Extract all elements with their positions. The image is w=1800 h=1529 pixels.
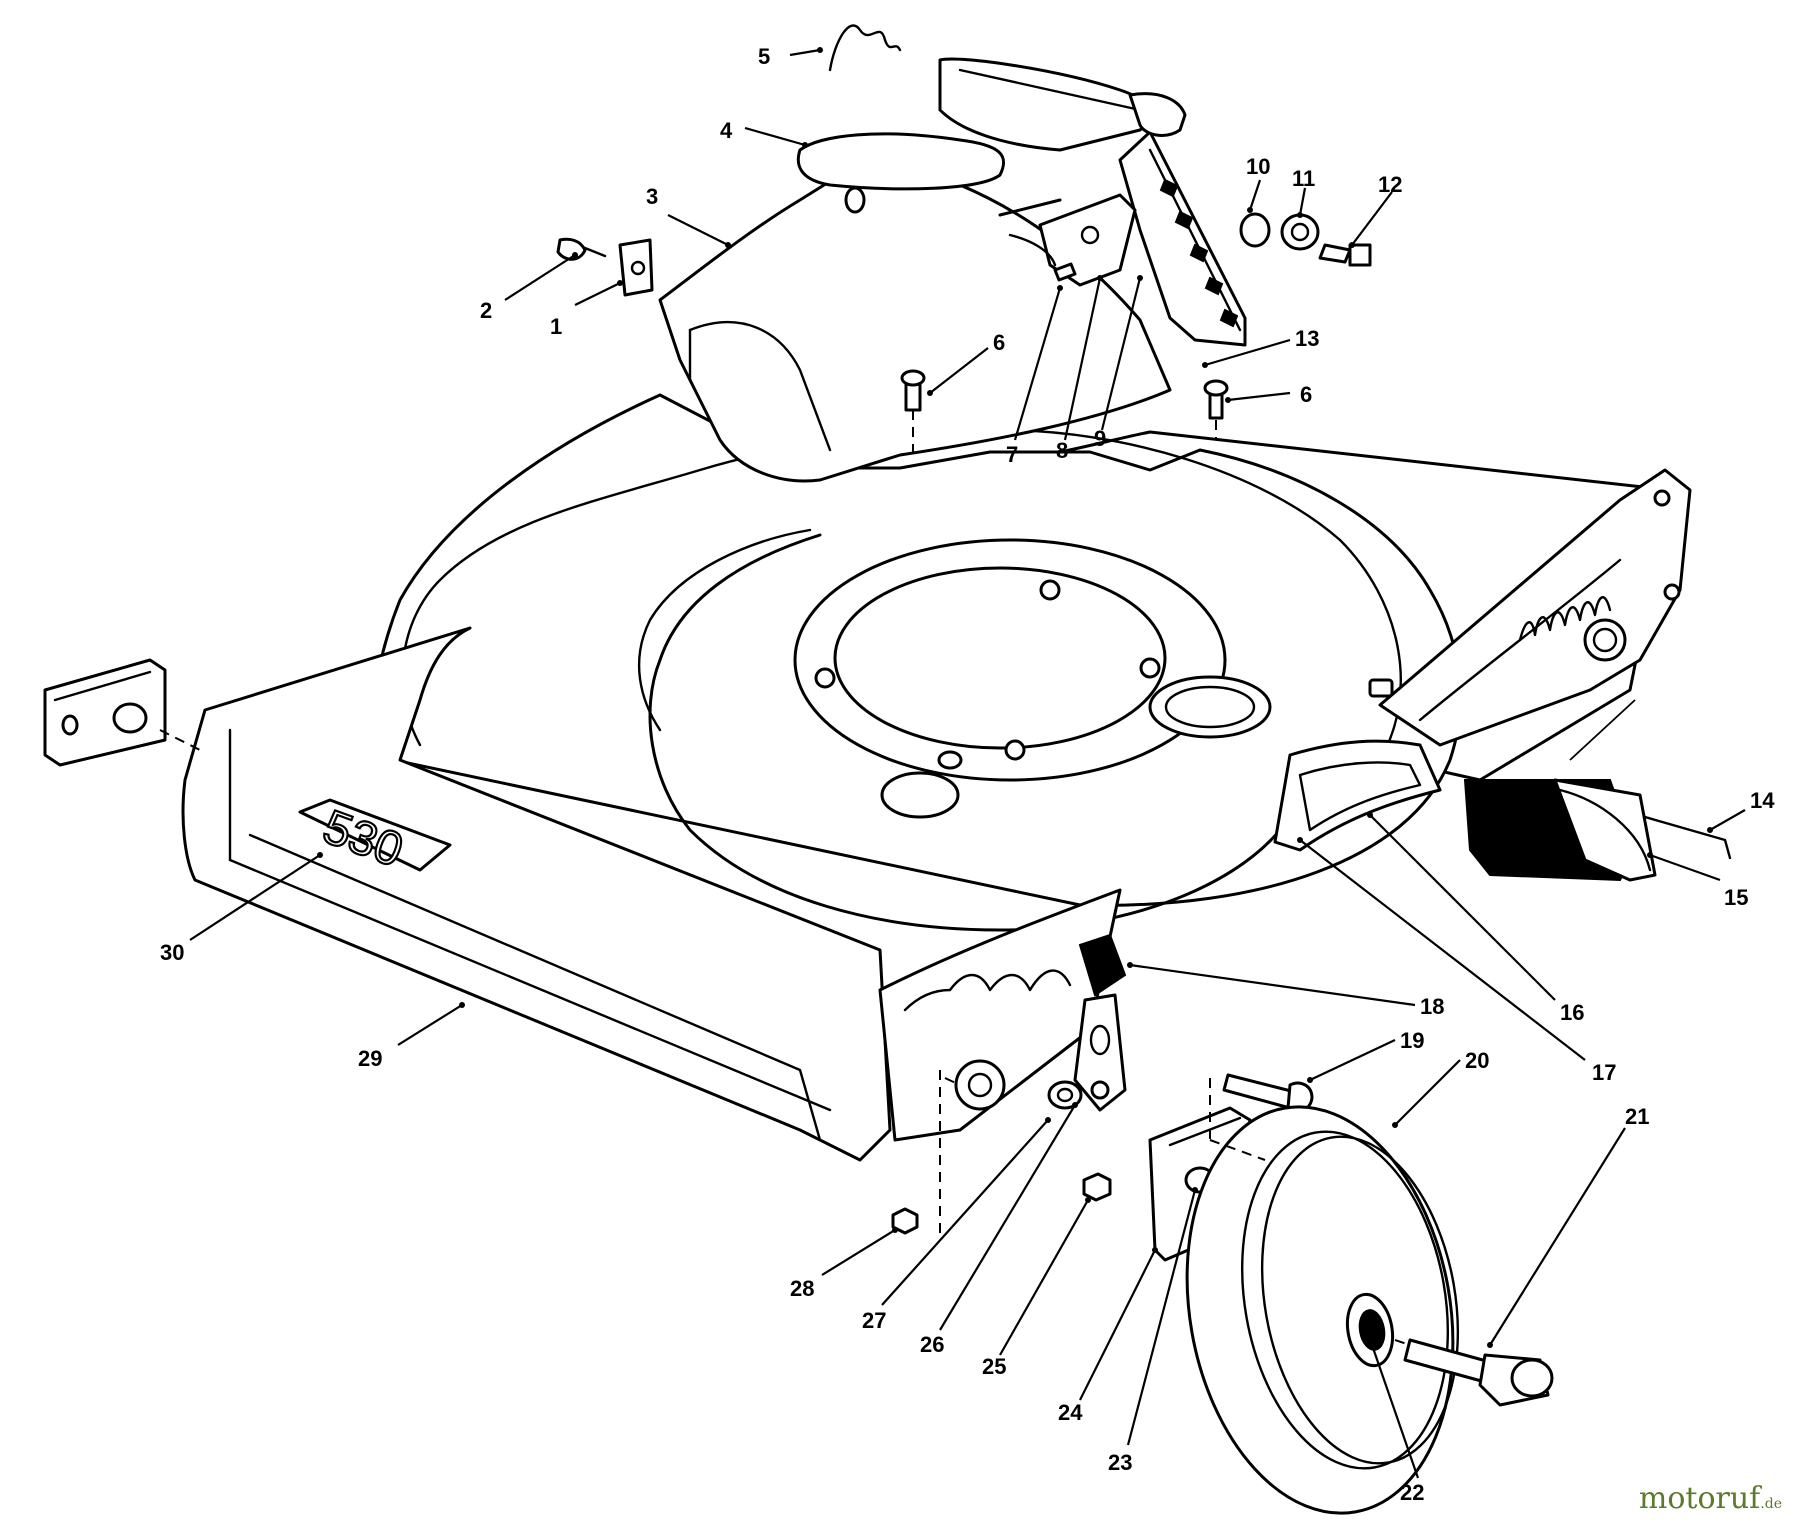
watermark-name: motoruf <box>1638 1481 1761 1516</box>
callout-leaders <box>189 47 1746 1479</box>
callout-21: 21 <box>1625 1104 1649 1129</box>
callout-15: 15 <box>1724 885 1748 910</box>
callout-labels: 1 2 3 4 5 6 6 7 8 9 10 11 12 13 14 15 16… <box>160 44 1775 1505</box>
rod <box>1643 815 1732 860</box>
watermark: motoruf.de <box>1639 1481 1782 1516</box>
handle-grip <box>796 57 1187 214</box>
callout-25: 25 <box>982 1354 1006 1379</box>
callout-14: 14 <box>1750 788 1775 813</box>
nuts <box>891 1172 1112 1235</box>
callout-16: 16 <box>1560 1000 1584 1025</box>
callout-27: 27 <box>862 1308 886 1333</box>
callout-10: 10 <box>1246 154 1270 179</box>
washer <box>1047 1080 1083 1110</box>
callout-23: 23 <box>1108 1450 1132 1475</box>
front-skirt: 530 <box>181 626 892 1162</box>
callout-26: 26 <box>920 1332 944 1357</box>
callout-8: 8 <box>1056 438 1068 463</box>
axle-bracket <box>1073 933 1127 1112</box>
callout-24: 24 <box>1058 1400 1083 1425</box>
mower-deck <box>368 393 1462 932</box>
callout-18: 18 <box>1420 994 1444 1019</box>
rear-height-adjuster <box>1378 468 1692 747</box>
screws-6 <box>900 369 1229 455</box>
axle-bolt <box>1394 1338 1554 1407</box>
callout-17: 17 <box>1592 1060 1616 1085</box>
callout-19: 19 <box>1400 1028 1424 1053</box>
wheel <box>1185 1105 1460 1515</box>
callout-7: 7 <box>1006 442 1018 467</box>
callout-12: 12 <box>1378 172 1402 197</box>
bracket-hardware <box>556 237 654 297</box>
spring-clip <box>828 24 902 72</box>
callout-5: 5 <box>758 44 770 69</box>
rear-trail-shield <box>1463 699 1657 882</box>
callout-4: 4 <box>720 118 733 143</box>
callout-1: 1 <box>550 314 562 339</box>
callout-28: 28 <box>790 1276 814 1301</box>
alignment-lines <box>939 1070 1266 1240</box>
callout-6a: 6 <box>993 330 1005 355</box>
front-bumper-plate <box>43 658 201 767</box>
handle-bracket-right <box>1118 130 1247 347</box>
lock-plate-assembly <box>998 193 1137 287</box>
callout-22: 22 <box>1400 1480 1424 1505</box>
callout-13: 13 <box>1295 326 1319 351</box>
callout-2: 2 <box>480 298 492 323</box>
watermark-tld: .de <box>1760 1496 1782 1512</box>
callout-11: 11 <box>1292 166 1315 191</box>
callout-3: 3 <box>646 184 658 209</box>
callout-20: 20 <box>1465 1048 1489 1073</box>
callout-6b: 6 <box>1300 382 1312 407</box>
callout-29: 29 <box>358 1046 382 1071</box>
pivot-hardware <box>1239 212 1372 267</box>
callout-30: 30 <box>160 940 184 965</box>
callout-9: 9 <box>1094 426 1106 451</box>
